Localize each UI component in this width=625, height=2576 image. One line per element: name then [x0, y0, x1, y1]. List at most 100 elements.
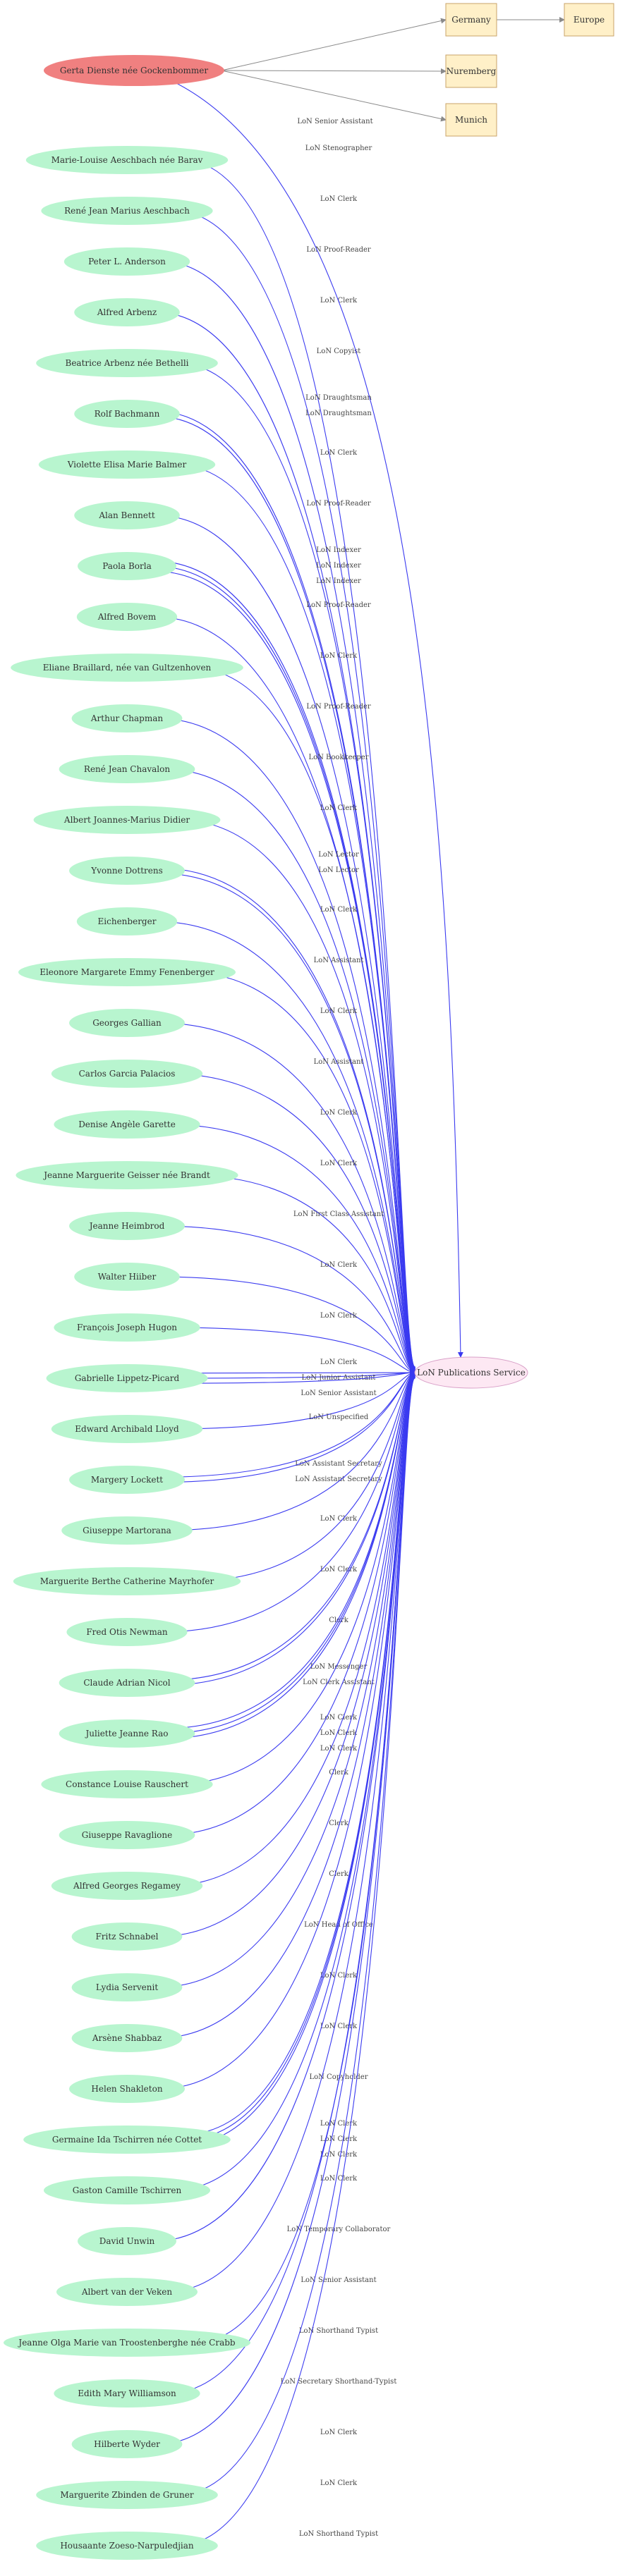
- person-label-jeanne-heimbrod: Jeanne Heimbrod: [88, 1221, 165, 1231]
- person-node-albert-joannes-marius-didier[interactable]: [33, 806, 221, 834]
- person-node-rene-jean-marius-aeschbach[interactable]: [41, 197, 213, 225]
- place-node-germany[interactable]: [445, 3, 497, 37]
- person-node-denise-angele-garette[interactable]: [54, 1110, 200, 1139]
- edge-label-denise-angele-garette-0: LoN Clerk: [320, 1109, 358, 1117]
- edge-label-yvonne-dottrens-0: LoN Lector: [318, 851, 359, 859]
- person-label-housaante-zoeso-narpuledjian: Housaante Zoeso-Narpuledjian: [60, 2541, 194, 2551]
- person-label-denise-angele-garette: Denise Angèle Garette: [78, 1120, 176, 1129]
- person-node-germaine-ida-tschirren-nee-cottet[interactable]: [23, 2126, 231, 2154]
- edge-francois-joseph-hugon-0: [166, 1327, 415, 1375]
- person-label-lydia-servenit: Lydia Servenit: [96, 1982, 159, 1992]
- person-node-gabrielle-lippetz-picard[interactable]: [46, 1364, 208, 1392]
- person-node-marguerite-berthe-catherine-mayrhofer[interactable]: [13, 1567, 241, 1595]
- edge-germaine-ida-tschirren-nee-cottet-1: [183, 1373, 415, 2140]
- edge-marguerite-berthe-catherine-mayrhofer-0: [189, 1370, 415, 1582]
- person-node-walter-hiiber[interactable]: [74, 1263, 180, 1291]
- person-node-housaante-zoeso-narpuledjian[interactable]: [36, 2532, 218, 2560]
- place-node-munich[interactable]: [445, 103, 497, 137]
- person-node-edith-mary-williamson[interactable]: [54, 2379, 200, 2408]
- person-node-arthur-chapman[interactable]: [71, 704, 183, 732]
- person-node-marguerite-zbinden-de-gruner[interactable]: [36, 2481, 218, 2509]
- person-node-rene-jean-chavalon[interactable]: [59, 755, 195, 783]
- person-node-albert-van-der-veken[interactable]: [56, 2278, 198, 2306]
- person-label-walter-hiiber: Walter Hiiber: [98, 1272, 157, 1282]
- edge-label-marie-louise-aeschbach-nee-barav-0: LoN Stenographer: [305, 145, 372, 152]
- person-label-albert-joannes-marius-didier: Albert Joannes-Marius Didier: [63, 815, 190, 825]
- person-node-giuseppe-ravaglione[interactable]: [59, 1821, 195, 1849]
- person-node-claude-adrian-nicol[interactable]: [59, 1669, 195, 1697]
- edge-germaine-ida-tschirren-nee-cottet-0: [183, 1373, 415, 2135]
- person-node-juliette-jeanne-rao[interactable]: [59, 1719, 195, 1748]
- person-node-yvonne-dottrens[interactable]: [69, 857, 185, 885]
- focus-person-label: Gerta Dienste née Gockenbommer: [60, 66, 209, 75]
- person-node-francois-joseph-hugon[interactable]: [54, 1313, 200, 1342]
- edge-label-claude-adrian-nicol-0: LoN Messenger: [310, 1663, 368, 1671]
- edge-label-giuseppe-ravaglione-0: Clerk: [329, 1820, 349, 1827]
- person-node-helen-shakleton[interactable]: [69, 2075, 185, 2103]
- focus-person-node[interactable]: [44, 55, 224, 86]
- person-node-violette-elisa-marie-balmer[interactable]: [38, 450, 216, 479]
- person-node-rolf-bachmann[interactable]: [74, 400, 180, 428]
- person-node-eliane-braillard-nee-van-gultzenhoven[interactable]: [11, 654, 243, 682]
- person-node-jeanne-marguerite-geisser-nee-brandt[interactable]: [16, 1161, 238, 1189]
- edge-rolf-bachmann-1: [156, 416, 415, 1371]
- person-node-arsene-shabbaz[interactable]: [71, 2024, 183, 2052]
- edge-label-walter-hiiber-0: LoN Clerk: [320, 1261, 358, 1269]
- edge-label-beatrice-arbenz-nee-bethelli-0: LoN Copyist: [317, 348, 361, 355]
- edge-jeanne-olga-marie-van-troostenberghe-nee-crabb-0: [195, 1374, 415, 2343]
- person-node-fritz-schnabel[interactable]: [71, 1922, 183, 1951]
- person-node-marie-louise-aeschbach-nee-barav[interactable]: [25, 146, 229, 174]
- person-node-peter-l-anderson[interactable]: [63, 247, 190, 276]
- person-label-claude-adrian-nicol: Claude Adrian Nicol: [83, 1678, 170, 1688]
- person-node-eleonore-margarete-emmy-fenenberger[interactable]: [18, 958, 236, 986]
- person-node-jeanne-olga-marie-van-troostenberghe-nee-crabb[interactable]: [4, 2329, 250, 2357]
- service-node[interactable]: [414, 1356, 528, 1389]
- person-node-giuseppe-martorana[interactable]: [61, 1516, 193, 1545]
- person-label-beatrice-arbenz-nee-bethelli: Beatrice Arbenz née Bethelli: [66, 358, 189, 368]
- place-label-europe: Europe: [574, 15, 605, 25]
- place-node-nuremberg[interactable]: [445, 54, 497, 88]
- edge-label-eichenberger-0: LoN Clerk: [320, 906, 358, 914]
- person-node-constance-louise-rauschert[interactable]: [41, 1770, 213, 1798]
- edge-label-arthur-chapman-0: LoN Proof-Reader: [306, 703, 371, 711]
- person-node-paola-borla[interactable]: [78, 552, 176, 580]
- edge-label-giuseppe-martorana-0: LoN Clerk: [320, 1515, 358, 1523]
- edge-label-claude-adrian-nicol-1: LoN Clerk Assistant: [303, 1679, 375, 1686]
- person-node-fred-otis-newman[interactable]: [66, 1618, 188, 1646]
- person-node-gaston-camille-tschirren[interactable]: [44, 2176, 210, 2204]
- edge-constance-louise-rauschert-0: [174, 1371, 415, 1785]
- person-node-margery-lockett[interactable]: [69, 1466, 185, 1494]
- edge-fritz-schnabel-0: [157, 1373, 415, 1937]
- person-label-edith-mary-williamson: Edith Mary Williamson: [78, 2388, 176, 2398]
- person-node-hilberte-wyder[interactable]: [71, 2430, 183, 2458]
- edge-gabrielle-lippetz-picard-2: [171, 1370, 415, 1384]
- person-node-eichenberger[interactable]: [76, 907, 178, 936]
- edge-label-germaine-ida-tschirren-nee-cottet-2: LoN Clerk: [320, 2151, 358, 2159]
- person-node-georges-gallian[interactable]: [69, 1009, 185, 1037]
- edge-jeanne-marguerite-geisser-nee-brandt-0: [188, 1174, 415, 1375]
- person-label-alan-bennett: Alan Bennett: [98, 510, 155, 520]
- place-node-europe[interactable]: [564, 3, 614, 37]
- person-node-alan-bennett[interactable]: [74, 501, 180, 529]
- person-node-david-unwin[interactable]: [78, 2227, 176, 2255]
- edge-rene-jean-chavalon-0: [164, 768, 415, 1373]
- edge-juliette-jeanne-rao-2: [164, 1371, 415, 1739]
- person-node-carlos-garcia-palacios[interactable]: [51, 1060, 203, 1088]
- person-node-beatrice-arbenz-nee-bethelli[interactable]: [36, 349, 218, 377]
- person-label-carlos-garcia-palacios: Carlos Garcia Palacios: [79, 1069, 176, 1079]
- edge-label-gaston-camille-tschirren-0: LoN Clerk: [320, 2175, 358, 2183]
- person-node-jeanne-heimbrod[interactable]: [69, 1212, 185, 1240]
- edge-label-alfred-georges-regamey-0: Clerk: [329, 1870, 349, 1878]
- person-label-eichenberger: Eichenberger: [98, 916, 157, 926]
- person-node-alfred-georges-regamey[interactable]: [51, 1872, 203, 1900]
- person-node-edward-archibald-lloyd[interactable]: [51, 1415, 203, 1443]
- person-node-lydia-servenit[interactable]: [71, 1973, 183, 2001]
- edge-label-albert-van-der-veken-0: LoN Senior Assistant: [301, 2276, 376, 2284]
- edge-label-carlos-garcia-palacios-0: LoN Assistant: [314, 1058, 364, 1066]
- person-node-alfred-bovem[interactable]: [76, 603, 178, 631]
- edge-label-arsene-shabbaz-0: LoN Clerk: [320, 2023, 358, 2030]
- person-node-alfred-arbenz[interactable]: [74, 298, 180, 326]
- edge-housaante-zoeso-narpuledjian-0: [176, 1375, 415, 2546]
